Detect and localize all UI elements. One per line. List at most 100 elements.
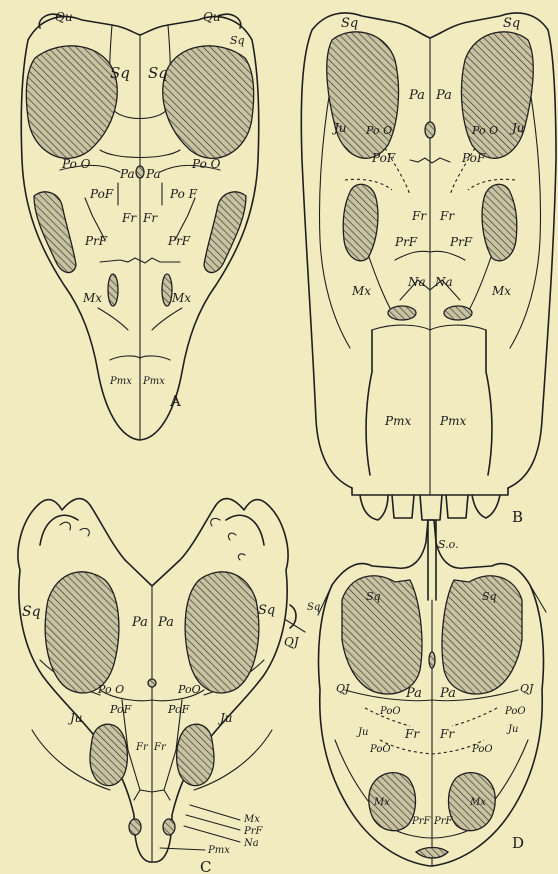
label-pof-left-c: PoF [109,703,132,716]
label-fr-right-a: Fr [142,211,158,225]
orbit-left-c [45,572,119,693]
label-pmx-right-b: Pmx [439,414,466,428]
label-sq-left-d: Sq [366,590,381,603]
orbit-left-d [342,576,422,694]
label-na-c: Na [243,838,259,849]
label-fr-right-b: Fr [439,209,455,223]
label-poo2-right-d: PoO [471,744,493,755]
label-prf-c: PrF [243,826,264,837]
label-fr-right-d: Fr [439,727,455,741]
pineal-foramen-c [148,679,156,687]
label-pof-right-b: PoF [461,151,486,165]
label-sq-right-c: Sq [258,603,275,618]
label-poo-right-a: Po O [191,157,221,171]
label-fr-left-a: Fr [121,211,137,225]
label-poo2-left-d: PoO [369,744,391,755]
label-poo-left-d: PoO [379,706,401,717]
label-mx-left-b: Mx [351,284,371,298]
label-sq-left-b: Sq [341,16,358,31]
label-mx-right-d: Mx [469,797,486,808]
label-ju-left-b: Ju [331,121,347,135]
label-pa-right-c: Pa [157,615,174,630]
label-mx-left-d: Mx [373,797,390,808]
label-pa-left-d: Pa [405,686,422,701]
label-qj-c: QJ [284,635,300,649]
fenestra-right-a [204,192,246,273]
label-mx-right-a: Mx [171,291,191,305]
label-sq-right-a: Sq [148,64,168,82]
label-ju-left-d: Ju [356,727,368,738]
label-pa-left-b: Pa [408,88,425,103]
label-prf-right-d: PrF [433,816,454,827]
label-poo-left-c: Po O [97,683,124,696]
label-fr-left-d: Fr [404,727,420,741]
orbit-left-b [327,32,399,158]
fenestra-left-b [343,184,378,261]
label-pa-right-d: Pa [439,686,456,701]
label-fr-right-c: Fr [153,742,167,753]
orbit-right-a [163,46,254,159]
label-so-d: S.o. [438,538,459,551]
panel-b: Sq Sq Pa Pa Ju Ju Po O Po O PoF PoF Fr F… [301,13,556,526]
label-fr-left-b: Fr [411,209,427,223]
naris-right-b [444,306,472,320]
label-qj-left-d: QJ [336,682,350,695]
label-ju-left-c: Ju [67,711,83,725]
label-qu-right-a: Qu [203,10,221,24]
panel-letter-c: C [200,858,211,874]
label-pa-left-a: Pa [119,167,135,181]
pineal-foramen-a [136,166,144,178]
label-pa-right-a: Pa [145,167,161,181]
label-pof-left-a: PoF [89,187,114,201]
panel-c: Sq Sq Pa Pa QJ Po O PoO Ju Ju PoF PoF Fr… [18,499,305,874]
label-sq-outer-d: Sq [307,602,320,613]
label-poo-right-d: PoO [504,706,526,717]
label-ju-right-b: Ju [509,121,525,135]
panel-a: Qu Qu Sq Sq Sq Po O Po O Pa Pa PoF Po F … [21,10,259,440]
label-prf-right-b: PrF [449,235,473,249]
label-pa-right-b: Pa [435,88,452,103]
label-qu-left-a: Qu [55,10,73,24]
fenestra-left-c [90,724,127,785]
label-poo-left-b: Po O [365,124,392,137]
label-prf-left-b: PrF [394,235,418,249]
label-pa-left-c: Pa [131,615,148,630]
label-mx-right-b: Mx [491,284,511,298]
label-fr-left-c: Fr [135,742,149,753]
label-pof-left-b: PoF [371,151,396,165]
label-prf-right-a: PrF [167,234,191,248]
label-qj-right-d: QJ [520,682,534,695]
panel-letter-b: B [512,508,523,526]
fenestra-right-c [177,724,214,785]
label-ju-right-c: Ju [217,711,233,725]
label-poo-left-a: Po O [61,157,91,171]
fenestra-right-b [482,184,517,261]
label-pof-right-a: Po F [169,187,198,201]
label-pmx-left-a: Pmx [109,376,132,387]
label-sq-left-a: Sq [110,64,130,82]
label-prf-left-a: PrF [84,234,108,248]
label-na-right-b: Na [434,275,453,289]
label-mx-c: Mx [243,814,260,825]
label-pmx-c: Pmx [207,845,230,856]
pineal-foramen-b [425,122,435,138]
skull-outline-d [319,520,544,866]
naris-left-b [388,306,416,320]
orbit-right-c [185,572,259,693]
panel-letter-a: A [169,392,181,410]
label-sq-left-c: Sq [22,604,41,620]
label-poo-right-b: Po O [471,124,498,137]
label-sq-edge-a: Sq [230,34,245,47]
label-sq-right-b: Sq [503,16,520,31]
label-mx-left-a: Mx [82,291,102,305]
label-ju-right-d: Ju [506,724,518,735]
orbit-right-b [461,32,533,158]
label-pmx-left-b: Pmx [384,414,411,428]
label-pof-right-c: PoF [167,703,190,716]
label-prf-left-d: PrF [411,816,432,827]
orbit-left-a [26,46,117,159]
label-pmx-right-a: Pmx [142,376,165,387]
label-sq-right-d: Sq [482,590,497,603]
fenestra-left-a [34,192,76,273]
